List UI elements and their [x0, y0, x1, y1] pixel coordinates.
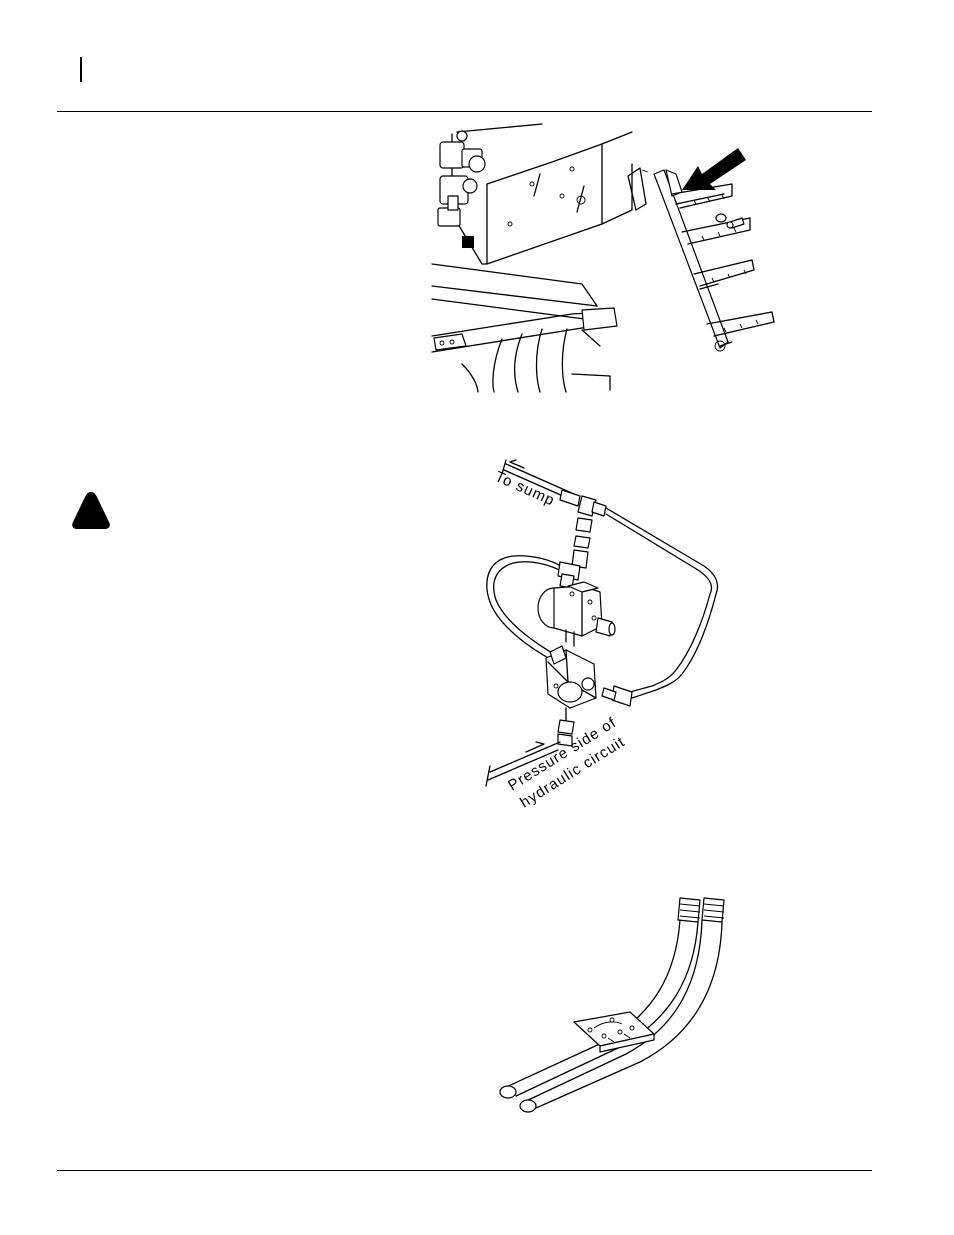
label-to-sump: To sump	[492, 468, 557, 509]
pointer-arrow-icon	[680, 146, 750, 194]
hydraulic-figure: To sump Pressure side of hydraulic circu…	[486, 436, 746, 796]
footer-rule	[57, 1170, 872, 1171]
warning-triangle-icon	[70, 490, 112, 532]
header-margin-bar	[80, 57, 82, 82]
hose-figure	[494, 894, 734, 1116]
header-rule	[57, 111, 872, 112]
